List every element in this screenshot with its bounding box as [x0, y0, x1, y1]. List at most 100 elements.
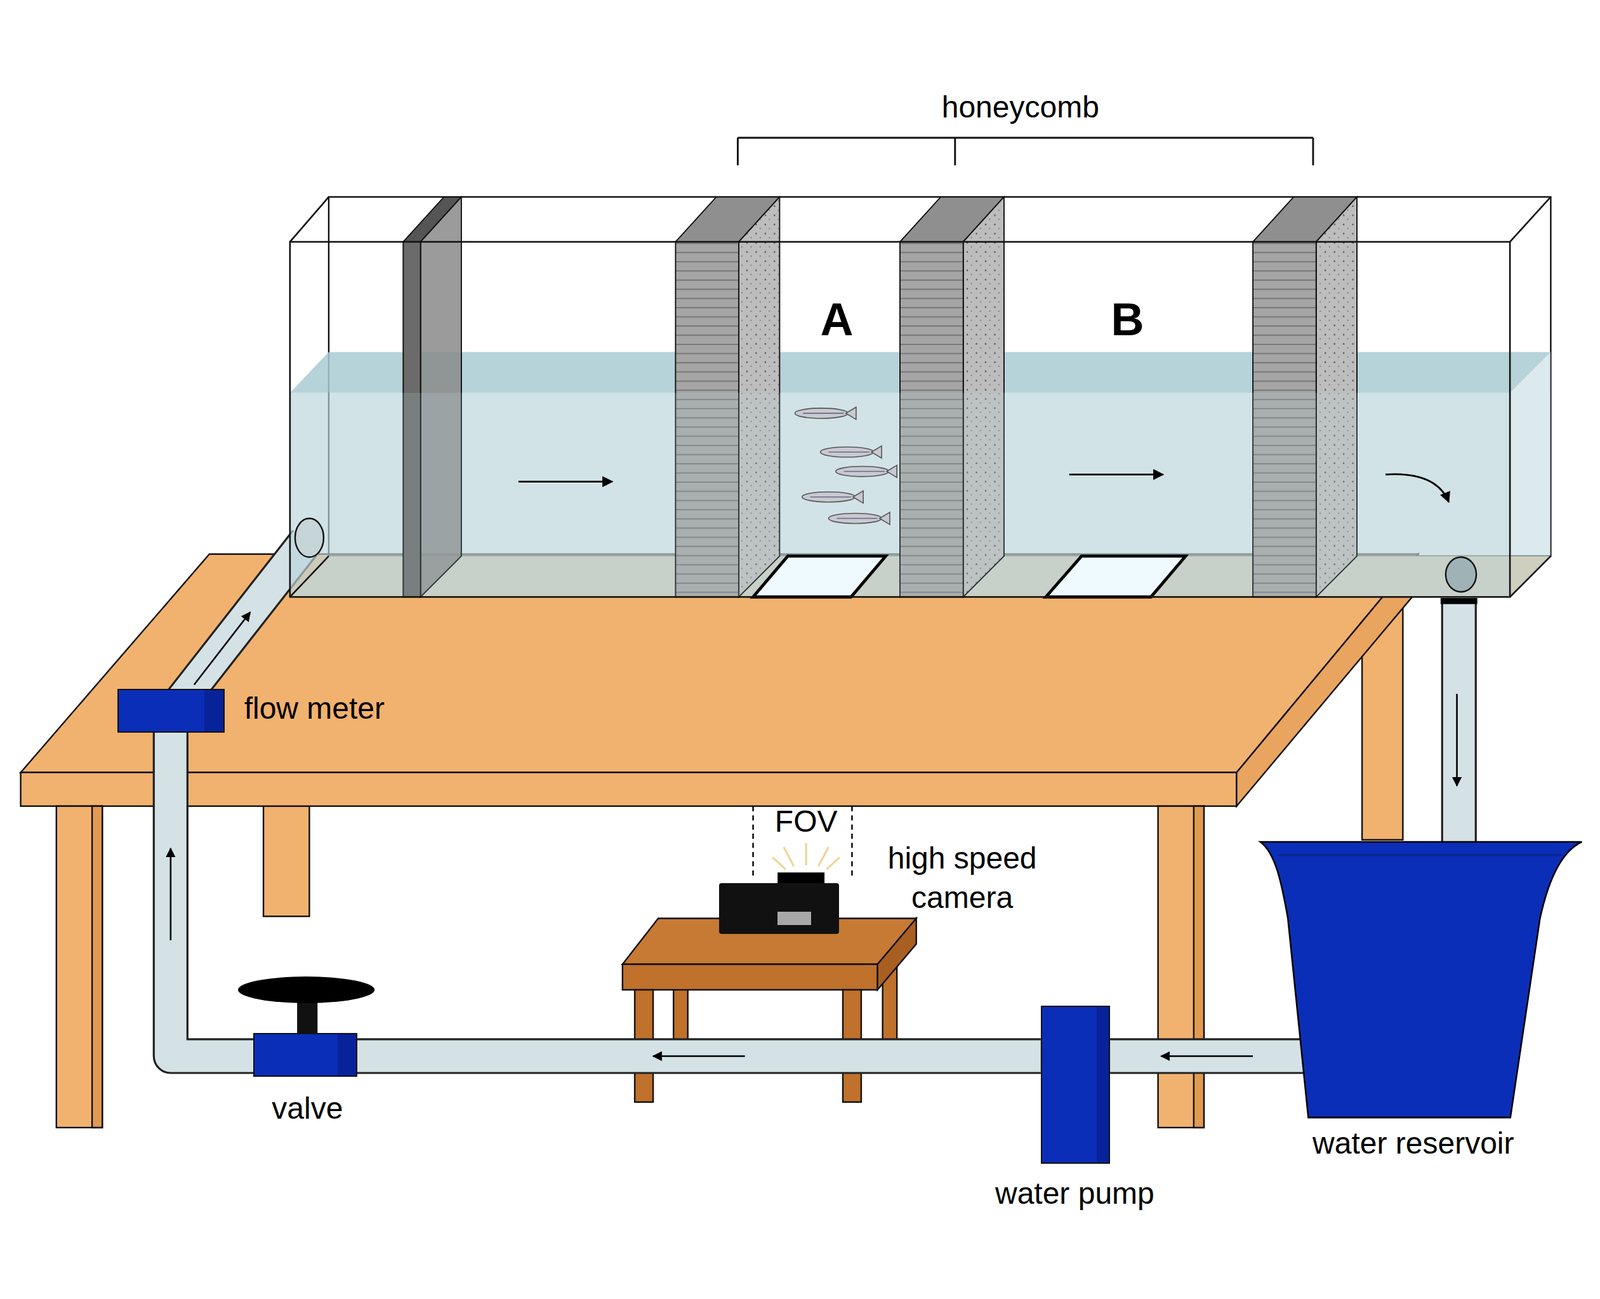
tank-outline: [290, 241, 1510, 597]
outlet-opening: [1445, 557, 1477, 593]
tank-outline: [1509, 196, 1551, 242]
flow-arrow: [1160, 1054, 1253, 1057]
zebrafish: [828, 451, 870, 453]
flume-tank: [290, 392, 1510, 597]
zebrafish: [828, 512, 883, 523]
valve-handle: [238, 976, 375, 1035]
table: [1158, 806, 1204, 1128]
zebrafish: [846, 406, 857, 419]
inlet-pipe: [194, 611, 251, 685]
outlet-pipe: [1441, 599, 1477, 857]
compartment-letter: A: [819, 291, 853, 347]
outlet-opening: [1445, 557, 1477, 593]
inlet-pipe: [170, 540, 307, 715]
pipe-water: [1110, 1040, 1304, 1072]
water-reservoir: water reservoir: [1304, 841, 1541, 1118]
pipe: [1110, 1055, 1304, 1057]
water-overlay: [290, 392, 1510, 597]
pipe-water: [170, 732, 254, 1057]
zebrafish: [802, 490, 864, 503]
camera-lens: [777, 911, 812, 925]
light-plate: [753, 555, 1186, 597]
bracket: [736, 137, 739, 166]
reservoir-body: [1260, 841, 1582, 1118]
bracket: [1311, 137, 1314, 166]
flow-meter: flow meter: [117, 688, 225, 733]
flash-rays: [805, 842, 808, 866]
zebrafish: [836, 517, 878, 520]
outlet-pipe: [1455, 693, 1458, 786]
flume-tank: [1509, 351, 1551, 597]
zebrafish: [820, 446, 874, 457]
light-plate: [1045, 555, 1186, 597]
inlet-opening: [295, 517, 324, 557]
outlet-pipe: [1440, 597, 1478, 857]
flow-arrow: [518, 480, 613, 483]
outlet-pipe: [1440, 597, 1478, 605]
table: [56, 806, 103, 1128]
valve: valve: [253, 1032, 358, 1077]
bracket: [737, 137, 1313, 166]
light-plate: [753, 555, 886, 597]
valve-handle: [238, 976, 375, 1003]
zebrafish: [871, 445, 882, 458]
zebrafish: [844, 470, 885, 473]
zebrafish: [810, 496, 852, 498]
pipe-wall: [1110, 1037, 1304, 1074]
tank-outline: [290, 196, 329, 242]
pipe: [170, 732, 254, 1057]
zebrafish: [879, 512, 890, 525]
part-label: valve: [271, 1090, 343, 1128]
flow-arrow: [653, 1054, 746, 1057]
compartment-letter: B: [1111, 291, 1145, 347]
bracket: [953, 137, 956, 166]
bracket-label: honeycomb: [941, 88, 1100, 126]
part-label: water reservoir: [1312, 1124, 1514, 1162]
inlet-pipe: [170, 540, 307, 715]
fov-label: FOV: [774, 802, 838, 840]
zebrafish: [852, 490, 864, 503]
camera-stand: [622, 964, 878, 990]
zebrafish: [886, 465, 897, 478]
flow-arrow: [518, 474, 1449, 503]
pipe: [357, 1055, 1041, 1057]
zebrafish: [835, 466, 890, 477]
zebrafish: [794, 406, 897, 525]
flow-arrow: [1069, 473, 1164, 476]
flow-arrow: [170, 847, 172, 940]
zebrafish: [794, 408, 848, 419]
zebrafish: [820, 445, 882, 458]
zebrafish: [802, 412, 844, 414]
flash-rays: [772, 856, 786, 869]
part-label: water pump: [995, 1174, 1155, 1212]
table: [1193, 806, 1204, 1128]
zebrafish: [828, 512, 890, 525]
camera-stand: [622, 918, 917, 1102]
inlet-pipe: [170, 540, 307, 715]
tank-outline: [1509, 555, 1551, 597]
reservoir-rim: [1277, 854, 1562, 857]
pipe-wall: [170, 732, 254, 1057]
part-label: flow meter: [244, 689, 385, 727]
flow-arrow: [1385, 474, 1449, 503]
flash-rays: [826, 856, 840, 869]
part-label: high speed camera: [866, 837, 1058, 918]
zebrafish: [794, 406, 856, 419]
field-of-view: [851, 806, 853, 878]
bracket: [737, 137, 1313, 139]
reservoir-shape: [1304, 841, 1541, 1118]
zebrafish: [835, 465, 897, 478]
water-overlay: [290, 392, 1510, 597]
table: [92, 806, 103, 1128]
pipe-water: [357, 1040, 1041, 1072]
flash-rays: [783, 846, 794, 867]
flash-rays: [772, 842, 840, 870]
tank-outline: [290, 196, 1552, 597]
field-of-view: [752, 806, 754, 878]
compartment: A: [778, 273, 900, 366]
table: [20, 772, 1237, 807]
tank-outline: [290, 555, 329, 597]
high-speed-camera: high speed camera: [719, 882, 839, 934]
water-pump: water pump: [1040, 1005, 1111, 1164]
